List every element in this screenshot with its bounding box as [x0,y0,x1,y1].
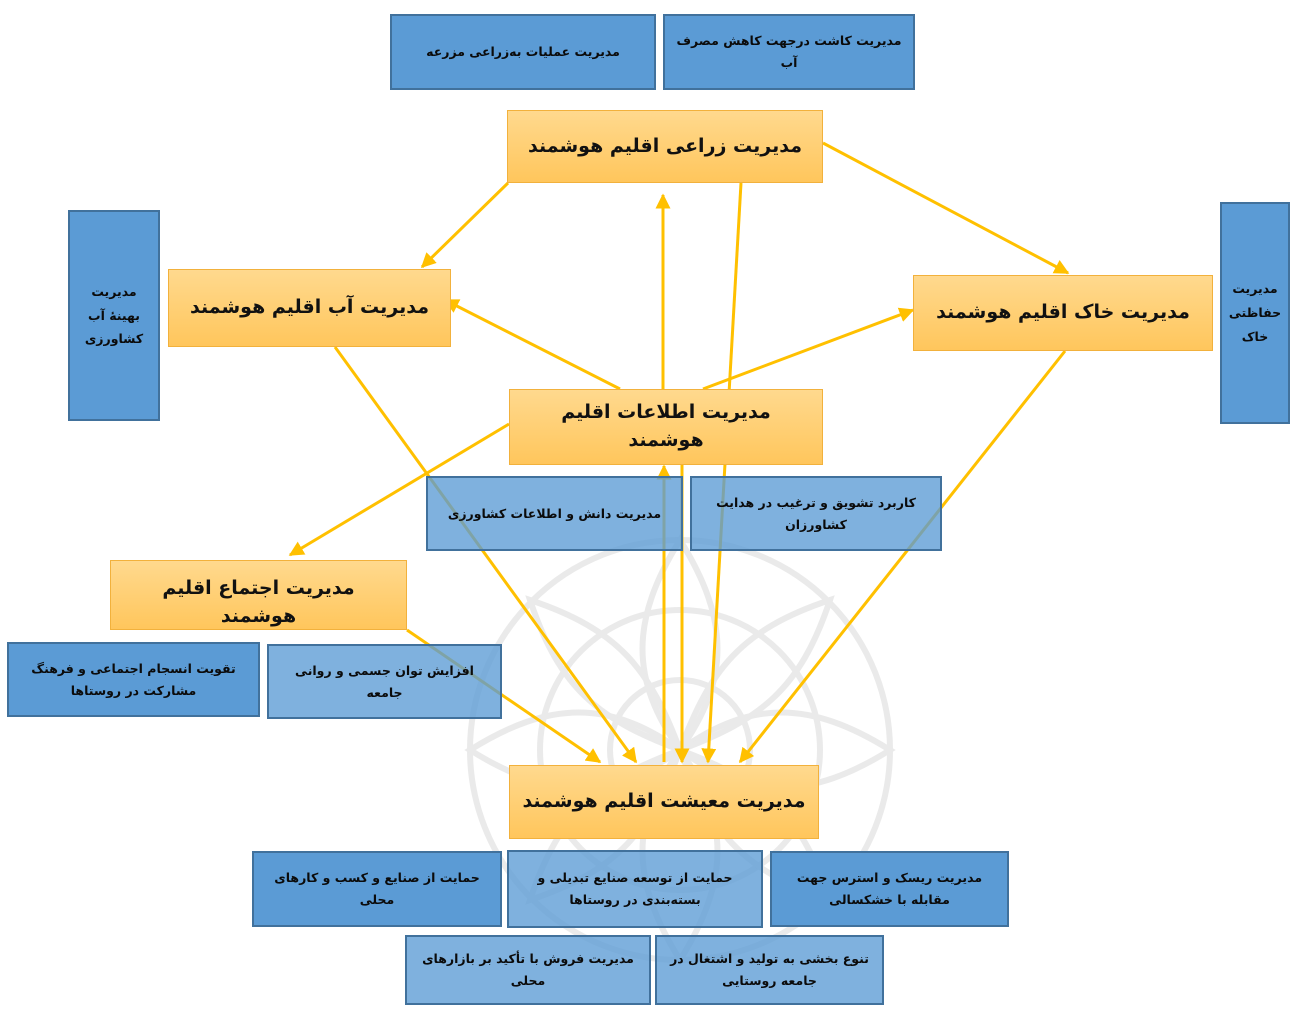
sub-local-markets: مدیریت فروش با تأکید بر بازارهای محلی [405,935,651,1005]
sub-processing-industries-label: حمایت از توسعه صنایع تبدیلی و بسته‌بندی … [537,870,733,907]
arrow-information-to-water [443,298,621,391]
node-livelihood: مدیریت معیشت اقلیم هوشمند [509,765,819,839]
arrow-agronomy-to-water [420,181,510,269]
sub-farm-operations-label: مدیریت عملیات به‌زراعی مزرعه [426,44,620,60]
sub-agri-knowledge-label: مدیریت دانش و اطلاعات کشاورزی [447,505,662,521]
sub-diversification: تنوع بخشی به تولید و اشتغال در جامعه روس… [655,935,884,1005]
arrow-agronomy-to-soil [822,141,1070,275]
node-agronomy-label: مدیریت زراعی اقلیم هوشمند [528,134,802,157]
sub-farmer-incentives-label: کاربرد تشویق و ترغیب در هدایت کشاورزان [716,494,916,532]
node-social: مدیریت اجتماع اقلیم هوشمند [110,560,407,630]
node-information: مدیریت اطلاعات اقلیم هوشمند [509,389,823,465]
sub-processing-industries: حمایت از توسعه صنایع تبدیلی و بسته‌بندی … [507,850,763,928]
sub-optimal-water: مدیریت بهینهٔ آب کشاورزی [68,210,160,421]
node-water: مدیریت آب اقلیم هوشمند [168,269,451,347]
sub-farm-operations: مدیریت عملیات به‌زراعی مزرعه [390,14,656,90]
arrow-water-to-livelihood [333,346,638,764]
sub-local-industries-label: حمایت از صنایع و کسب و کارهای محلی [274,870,480,907]
sub-cultivation-water-label: مدیریت کاشت درجهت کاهش مصرف آب [676,33,902,70]
sub-physical-mental-label: افزایش توان جسمی و روانی جامعه [295,662,474,700]
sub-farmer-incentives: کاربرد تشویق و ترغیب در هدایت کشاورزان [690,476,942,551]
arrow-agronomy-to-livelihood [701,182,743,764]
node-soil: مدیریت خاک اقلیم هوشمند [913,275,1213,351]
arrow-information-to-social [288,422,510,557]
sub-risk-drought: مدیریت ریسک و استرس جهت مقابله با خشکسال… [770,851,1009,927]
sub-optimal-water-label: مدیریت بهینهٔ آب کشاورزی [84,283,144,347]
node-information-label: مدیریت اطلاعات اقلیم هوشمند [561,401,771,451]
sub-agri-knowledge: مدیریت دانش و اطلاعات کشاورزی [426,476,683,551]
sub-soil-conservation-label: مدیریت حفاظتی خاک [1228,281,1282,344]
sub-diversification-label: تنوع بخشی به تولید و اشتغال در جامعه روس… [670,951,869,988]
arrow-soil-to-livelihood [738,350,1067,764]
node-agronomy: مدیریت زراعی اقلیم هوشمند [507,110,823,183]
sub-risk-drought-label: مدیریت ریسک و استرس جهت مقابله با خشکسال… [796,870,983,907]
sub-local-industries: حمایت از صنایع و کسب و کارهای محلی [252,851,502,927]
node-livelihood-label: مدیریت معیشت اقلیم هوشمند [522,790,806,813]
node-water-label: مدیریت آب اقلیم هوشمند [190,296,429,319]
node-social-label: مدیریت اجتماع اقلیم هوشمند [162,577,355,627]
sub-physical-mental: افزایش توان جسمی و روانی جامعه [267,644,502,719]
sub-social-cohesion-label: تقویت انسجام اجتماعی و فرهنگ مشارکت در ر… [31,660,236,698]
node-soil-label: مدیریت خاک اقلیم هوشمند [936,301,1190,324]
sub-cultivation-water: مدیریت کاشت درجهت کاهش مصرف آب [663,14,915,90]
sub-soil-conservation: مدیریت حفاظتی خاک [1220,202,1290,424]
sub-social-cohesion: تقویت انسجام اجتماعی و فرهنگ مشارکت در ر… [7,642,260,717]
arrow-information-to-soil [702,307,915,391]
sub-local-markets-label: مدیریت فروش با تأکید بر بازارهای محلی [422,951,634,988]
